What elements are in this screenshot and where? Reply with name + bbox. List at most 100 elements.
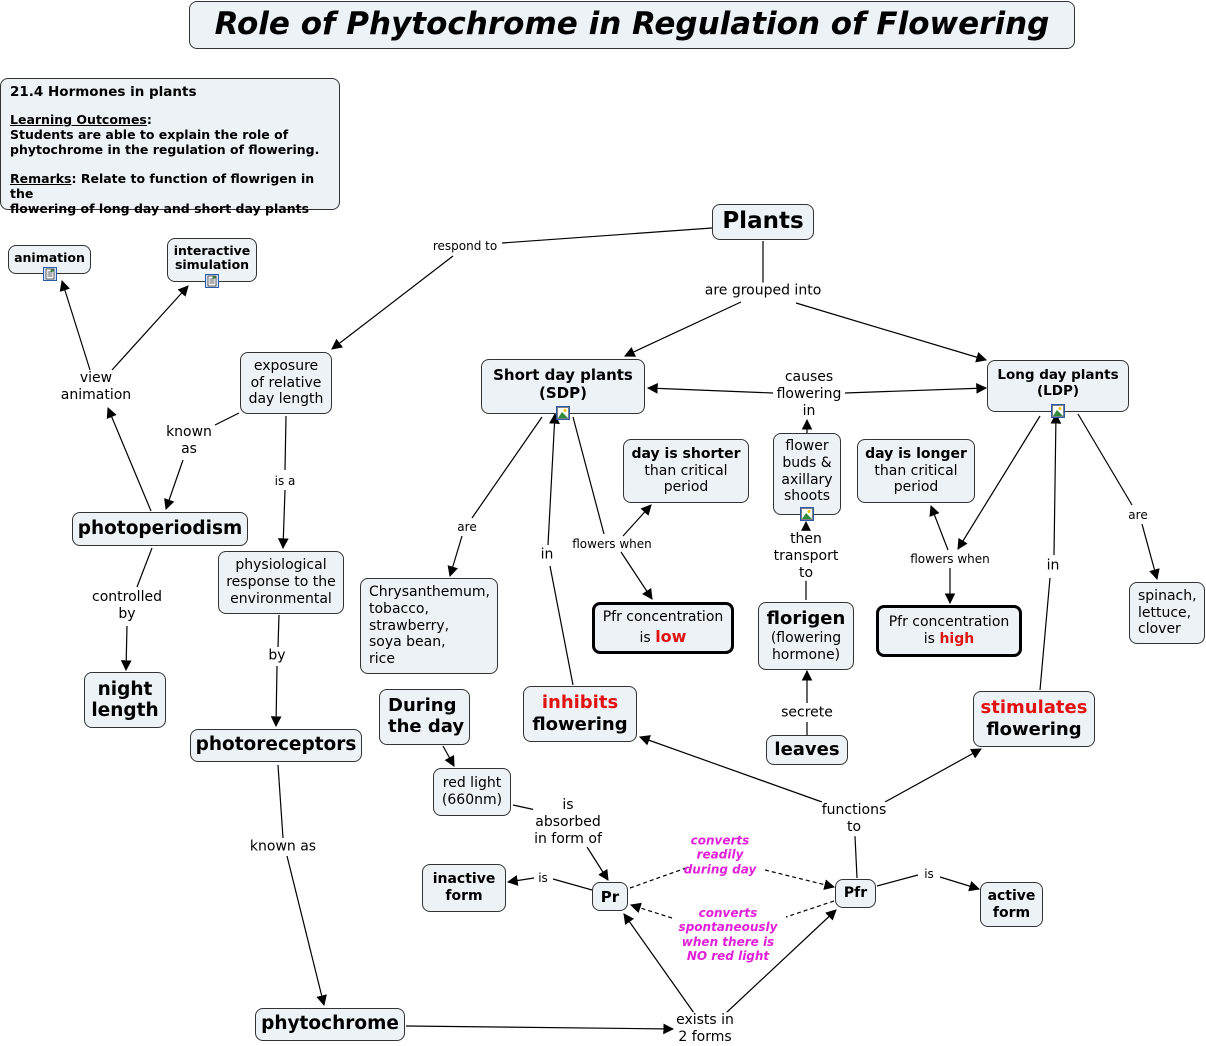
node-night-length[interactable]: night length	[84, 672, 166, 728]
node-photoperiodism[interactable]: photoperiodism	[72, 512, 248, 546]
node-sdp-examples[interactable]: Chrysanthemum, tobacco, strawberry, soya…	[360, 578, 498, 674]
edge	[1077, 413, 1133, 506]
link-text: flowers when	[910, 551, 990, 566]
node-label: of relative	[250, 374, 322, 391]
link-text: transport	[773, 547, 839, 564]
edge	[111, 285, 189, 371]
node-label: is	[639, 629, 656, 646]
node-during-the-day[interactable]: During the day	[379, 689, 470, 745]
node-plants[interactable]: Plants	[712, 204, 814, 240]
link-in-ldp: in	[1045, 557, 1061, 575]
image-resource-icon[interactable]	[556, 406, 570, 420]
node-red-light[interactable]: red light (660nm)	[433, 768, 511, 816]
link-text: 2 forms	[678, 1029, 732, 1045]
node-pfr-high[interactable]: Pfr concentration is high	[876, 605, 1022, 657]
node-pr[interactable]: Pr	[592, 882, 628, 911]
dashed-edge	[764, 869, 836, 890]
link-view-animation: view animation	[59, 370, 133, 404]
edge	[284, 415, 287, 471]
link-controlled-by: controlled by	[91, 589, 163, 623]
node-label: day length	[248, 391, 324, 408]
node-photoreceptors[interactable]: photoreceptors	[190, 729, 362, 762]
link-converts-spontaneously: converts spontaneously when there is NO …	[678, 906, 779, 964]
link-text: by	[118, 606, 136, 622]
node-label: Plants	[722, 208, 804, 235]
link-grouped-into: are grouped into	[703, 282, 823, 300]
link-text: is	[538, 870, 548, 885]
link-converts-readily: converts readily during day	[683, 833, 758, 876]
node-stimulates-flowering[interactable]: stimulates flowering	[973, 691, 1095, 747]
link-text: in	[540, 546, 554, 563]
node-label: animation	[14, 250, 85, 265]
node-exposure[interactable]: exposure of relative day length	[240, 352, 332, 414]
node-label: (flowering	[770, 630, 842, 646]
link-functions-to: functions to	[820, 802, 888, 836]
node-long-day-plants[interactable]: Long day plants (LDP)	[987, 360, 1129, 418]
node-animation[interactable]: animation	[8, 245, 91, 281]
node-pfr[interactable]: Pfr	[835, 879, 876, 908]
link-text: known	[166, 424, 212, 441]
node-florigen[interactable]: florigen (flowering hormone)	[758, 602, 854, 670]
node-phytochrome[interactable]: phytochrome	[255, 1008, 405, 1041]
node-short-day-plants[interactable]: Short day plants (SDP)	[481, 359, 645, 420]
page-title: Role of Phytochrome in Regulation of Flo…	[189, 1, 1075, 49]
edge	[286, 855, 327, 1007]
link-text: in	[802, 402, 816, 419]
link-text: during day	[683, 862, 757, 877]
edge	[547, 412, 560, 546]
link-text: when there is	[681, 935, 775, 949]
node-day-longer[interactable]: day is longer than critical period	[857, 439, 975, 503]
node-label: exposure	[253, 357, 319, 374]
link-causes-flowering-in: causes flowering in	[775, 368, 843, 420]
remarks-text: flowering of long day and short day plan…	[10, 201, 310, 217]
node-day-shorter[interactable]: day is shorter than critical period	[623, 439, 749, 503]
link-text: in form of	[534, 830, 602, 847]
emphasis-text: stimulates	[980, 697, 1088, 719]
image-resource-icon[interactable]	[1051, 404, 1065, 418]
document-resource-icon[interactable]	[42, 267, 57, 281]
node-physiological-response[interactable]: physiological response to the environmen…	[218, 551, 344, 614]
link-text: as	[181, 441, 197, 457]
link-text: flowers when	[572, 536, 652, 551]
info-box: 21.4 Hormones in plants Learning Outcome…	[0, 78, 340, 216]
node-active-form[interactable]: active form	[980, 882, 1043, 927]
node-label-row: is high	[924, 631, 974, 649]
node-inhibits-flowering[interactable]: inhibits flowering	[523, 686, 637, 742]
edge	[552, 878, 593, 891]
node-pfr-low[interactable]: Pfr concentration is low	[592, 602, 734, 654]
link-text: to	[798, 564, 814, 581]
node-inactive-form[interactable]: inactive form	[422, 864, 506, 912]
link-text: converts	[698, 906, 758, 921]
link-is-inactive: is	[537, 870, 549, 886]
link-text: are grouped into	[704, 282, 822, 299]
node-leaves[interactable]: leaves	[766, 735, 848, 765]
node-label: form	[992, 904, 1031, 921]
edge	[884, 748, 982, 803]
edge	[506, 875, 535, 886]
node-label: is	[923, 631, 940, 647]
link-text: secrete	[781, 704, 833, 721]
node-flower-buds[interactable]: flower buds & axillary shoots	[773, 433, 841, 521]
node-label: Pfr	[843, 885, 868, 902]
document-resource-icon[interactable]	[205, 274, 219, 288]
node-label: interactive	[173, 243, 251, 258]
learning-colon: :	[146, 112, 152, 128]
title-text: Role of Phytochrome in Regulation of Flo…	[214, 6, 1050, 43]
node-label: inactive	[432, 871, 496, 888]
learning-label: Learning Outcomes	[10, 112, 147, 128]
link-text: functions	[821, 802, 887, 819]
node-label: flowering	[532, 714, 628, 735]
link-text: then	[790, 530, 822, 547]
node-label: form	[445, 888, 483, 904]
node-interactive-simulation[interactable]: interactive simulation	[167, 238, 257, 288]
image-resource-icon[interactable]	[800, 507, 814, 521]
link-text: causes	[784, 368, 834, 385]
node-label: red light	[442, 775, 502, 792]
link-text: spontaneously	[678, 920, 778, 935]
link-text: exists in	[676, 1012, 734, 1029]
node-ldp-examples[interactable]: spinach, lettuce, clover	[1129, 582, 1205, 644]
edge	[939, 876, 981, 892]
link-by: by	[267, 647, 287, 665]
node-label: day is longer	[865, 445, 967, 462]
link-is-active: is	[923, 866, 935, 882]
